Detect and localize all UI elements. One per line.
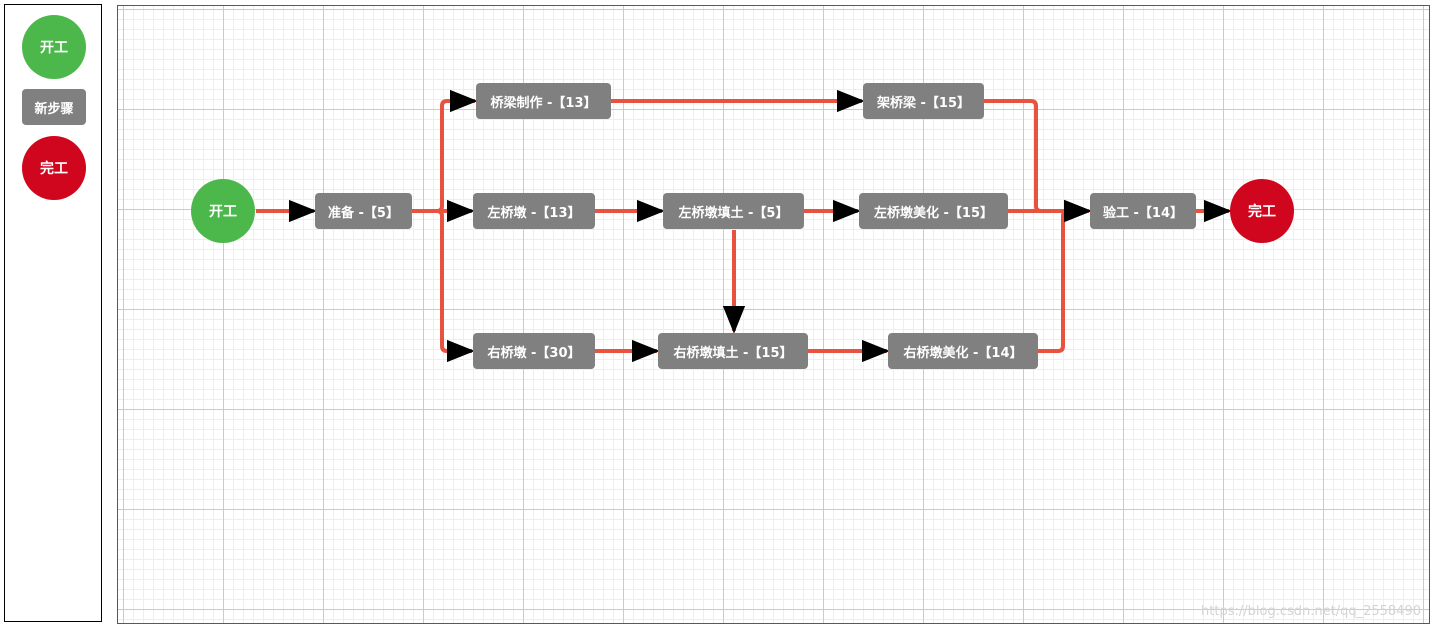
step-node-inspection[interactable]: 验工 -【14】	[1090, 193, 1196, 229]
edge-prep-beam[interactable]	[412, 89, 478, 213]
step-node-beam-making[interactable]: 桥梁制作 -【13】	[476, 83, 611, 119]
edge-right-beautify-inspect[interactable]	[1038, 199, 1092, 353]
palette-end-node[interactable]: 完工	[22, 136, 86, 200]
step-node-prep[interactable]: 准备 -【5】	[315, 193, 412, 229]
step-node-right-pier-beautify[interactable]: 右桥墩美化 -【14】	[888, 333, 1038, 369]
watermark: https://blog.csdn.net/qq_2558490	[1201, 604, 1421, 619]
end-node[interactable]: 完工	[1230, 179, 1294, 243]
step-node-left-pier-beautify[interactable]: 左桥墩美化 -【15】	[859, 193, 1008, 229]
node-palette: 开工 新步骤 完工	[4, 4, 102, 622]
step-node-left-pier[interactable]: 左桥墩 -【13】	[473, 193, 595, 229]
edge-layer	[256, 89, 1232, 363]
step-node-left-pier-fill[interactable]: 左桥墩填土 -【5】	[663, 193, 804, 229]
palette-start-node[interactable]: 开工	[22, 15, 86, 79]
diagram-canvas[interactable]: 开工 准备 -【5】 桥梁制作 -【13】 架桥梁 -【15】 左桥墩 -【13…	[117, 5, 1430, 624]
start-node[interactable]: 开工	[191, 179, 255, 243]
palette-step-node[interactable]: 新步骤	[22, 89, 86, 125]
step-node-right-pier[interactable]: 右桥墩 -【30】	[473, 333, 595, 369]
edge-prep-right-pier[interactable]	[412, 209, 475, 363]
step-node-erect-beam[interactable]: 架桥梁 -【15】	[863, 83, 984, 119]
step-node-right-pier-fill[interactable]: 右桥墩填土 -【15】	[658, 333, 808, 369]
